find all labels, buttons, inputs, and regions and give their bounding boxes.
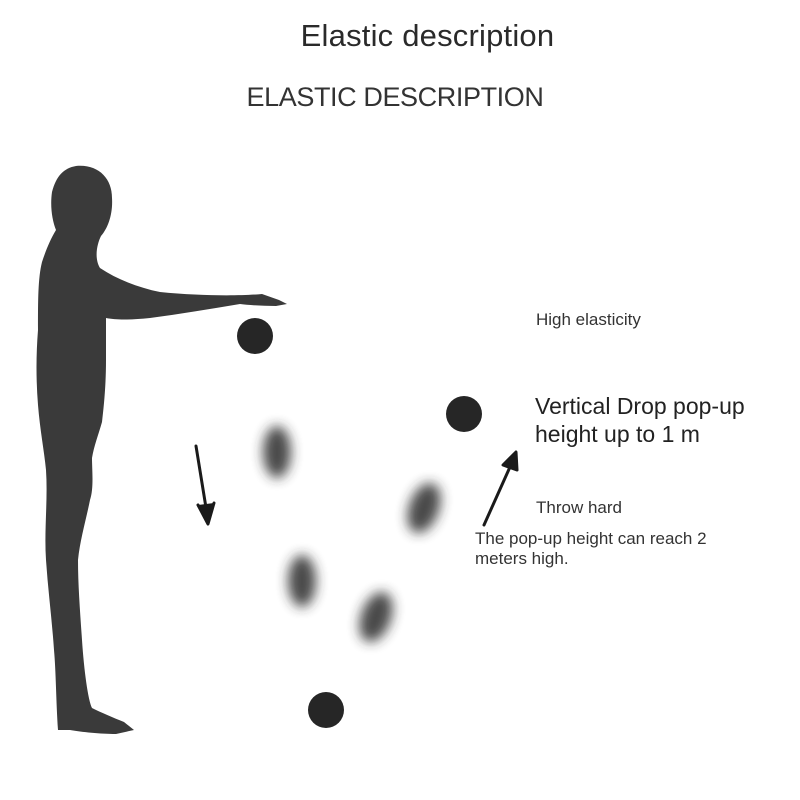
arrow-up-icon <box>482 450 519 527</box>
vertical-drop-label: Vertical Drop pop-up height up to 1 m <box>535 392 795 448</box>
vertical-drop-line1: Vertical Drop pop-up <box>535 393 745 419</box>
ball-motion-2 <box>288 555 316 607</box>
throw-hard-label: Throw hard <box>536 498 622 517</box>
page-title: Elastic description <box>300 18 555 53</box>
ball-bottom <box>308 692 344 728</box>
throw-description: The pop-up height can reach 2 meters hig… <box>475 529 775 569</box>
ball-motion-1 <box>263 426 291 478</box>
ball-motion-4 <box>407 483 441 533</box>
vertical-drop-line2: height up to 1 m <box>535 421 700 447</box>
page-subtitle: ELASTIC DESCRIPTION <box>246 82 544 112</box>
arrow-down-icon <box>194 444 216 526</box>
person-silhouette <box>36 165 287 734</box>
ball-right <box>446 396 482 432</box>
ball-top <box>237 318 273 354</box>
throw-desc-line1: The pop-up height can reach 2 <box>475 529 707 548</box>
ball-motion-3 <box>359 592 393 642</box>
high-elasticity-label: High elasticity <box>536 310 641 329</box>
throw-desc-line2: meters high. <box>475 549 569 568</box>
